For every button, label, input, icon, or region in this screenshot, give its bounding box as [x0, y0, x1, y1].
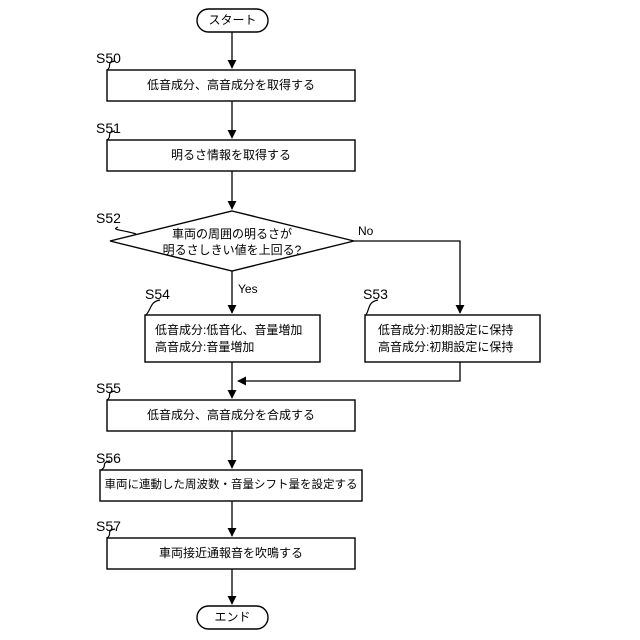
- leader-s51: [106, 130, 116, 141]
- connector-no-s53: [354, 240, 465, 314]
- step-label-s56: S56: [96, 450, 121, 466]
- step-label-s50: S50: [96, 50, 121, 66]
- start-terminal-label: スタート: [208, 13, 257, 27]
- s52-decision-shape: [109, 210, 355, 272]
- s55-box-shape: [106, 399, 356, 432]
- s54-box-line1: 低音成分:低音化、音量増加: [155, 323, 303, 337]
- leader-s52: [115, 226, 137, 235]
- s51-box-text: 明るさ情報を取得する: [170, 148, 291, 162]
- s52-decision-line2: 明るさしきい値を上回る?: [162, 243, 302, 257]
- s56-box-shape: [99, 469, 363, 502]
- leader-s57: [106, 528, 116, 539]
- s53-box-line1: 低音成分:初期設定に保持: [378, 323, 514, 337]
- branch-label-yes: Yes: [238, 282, 258, 296]
- leader-s50: [106, 60, 116, 71]
- s56-box-text: 車両に連動した周波数・音量シフト量を設定する: [104, 479, 358, 491]
- step-label-s57: S57: [96, 518, 121, 534]
- end-terminal-label: エンド: [214, 610, 251, 624]
- leader-s56: [100, 460, 111, 471]
- s53-box-text: 低音成分:初期設定に保持 高音成分:初期設定に保持: [378, 322, 538, 356]
- step-label-s55: S55: [96, 380, 121, 396]
- s54-box-text: 低音成分:低音化、音量増加 高音成分:音量増加: [155, 322, 315, 356]
- s50-box-text: 低音成分、高音成分を取得する: [146, 78, 315, 92]
- s51-box-shape: [106, 139, 356, 172]
- s57-box-text: 車両接近通報音を吹鳴する: [158, 546, 303, 560]
- s55-box-text: 低音成分、高音成分を合成する: [146, 408, 315, 422]
- s53-box-shape: [364, 314, 541, 363]
- s54-box-shape: [144, 314, 321, 363]
- s52-decision-text: 車両の周囲の明るさが 明るさしきい値を上回る?: [110, 226, 354, 258]
- s53-box-line2: 高音成分:初期設定に保持: [378, 340, 514, 354]
- s52-decision-line1: 車両の周囲の明るさが: [171, 227, 292, 241]
- leader-s54: [145, 299, 161, 316]
- step-label-s51: S51: [96, 120, 121, 136]
- connector-s53-join: [237, 362, 461, 386]
- step-label-s53: S53: [363, 286, 388, 302]
- start-terminal-shape: [196, 8, 269, 33]
- branch-label-no: No: [358, 224, 374, 238]
- s50-box-shape: [106, 69, 356, 102]
- s57-box-shape: [106, 537, 356, 570]
- end-terminal-shape: [196, 605, 269, 630]
- leader-s53: [365, 299, 379, 316]
- s54-box-line2: 高音成分:音量増加: [155, 340, 255, 354]
- leader-s55: [106, 390, 116, 401]
- step-label-s52: S52: [96, 210, 121, 226]
- step-label-s54: S54: [145, 286, 170, 302]
